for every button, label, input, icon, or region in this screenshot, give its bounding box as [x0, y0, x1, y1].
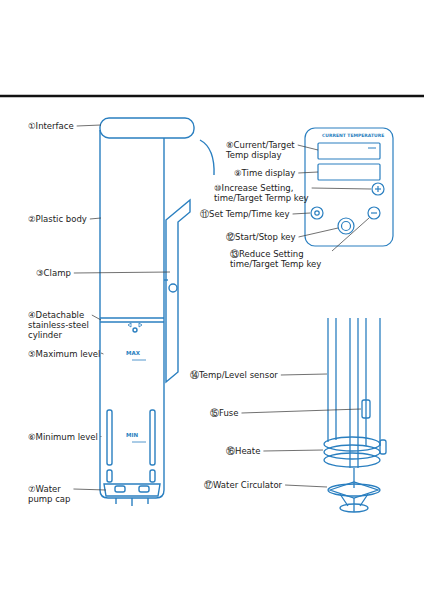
leader-line: [77, 125, 101, 126]
leader-line: [281, 374, 327, 375]
leader-line: [92, 315, 101, 320]
leader-line: [332, 218, 369, 251]
callout-label: ⑤Maximum level: [28, 349, 100, 359]
callout-label: ⑨Time display: [234, 168, 295, 178]
heater-assembly: [324, 318, 386, 512]
callout-label: ⑯Heate: [226, 446, 260, 456]
callout-label: ⑰Water Circulator: [204, 480, 282, 490]
panel-caption: CURRENT TEMPERATURE: [322, 133, 384, 138]
leader-line: [263, 450, 323, 451]
control-panel: [305, 128, 393, 246]
callout-label: ②Plastic body: [28, 214, 87, 224]
callout-label: ⑦Water pump cap: [28, 484, 73, 504]
callout-label: ⑧Current/Target Temp display: [226, 140, 306, 160]
leader-line: [101, 353, 103, 354]
callout-label: ⑩Increase Setting, time/Target Termp key: [214, 183, 332, 203]
level-mark: MIN: [126, 432, 138, 439]
leader-line: [293, 213, 310, 214]
leader-line: [299, 228, 338, 237]
leader-line: [90, 218, 101, 219]
leader-line: [241, 409, 361, 413]
callout-label: ①Interface: [28, 121, 74, 131]
callout-label: ⑮Fuse: [210, 408, 238, 418]
leader-line: [298, 172, 318, 173]
callout-label: ⑪Set Temp/Time key: [200, 209, 290, 219]
level-mark: MAX: [126, 350, 140, 357]
callout-label: ⑭Temp/Level sensor: [190, 370, 278, 380]
callout-label: ④Detachable stainless-steel cylinder: [28, 310, 106, 341]
callout-label: ⑬Reduce Setting time/Target Temp key: [230, 249, 330, 269]
sous-vide-body: [100, 118, 214, 506]
leader-line: [74, 272, 170, 273]
top-rule: [0, 95, 424, 98]
leader-line: [285, 485, 327, 487]
leader-line: [312, 188, 371, 189]
callout-label: ⑥Minimum level: [28, 432, 98, 442]
leader-line: [298, 145, 318, 150]
leader-line: [73, 489, 106, 490]
callout-label: ③Clamp: [36, 268, 71, 278]
leader-line: [100, 436, 101, 437]
callout-label: ⑫Start/Stop key: [226, 232, 296, 242]
